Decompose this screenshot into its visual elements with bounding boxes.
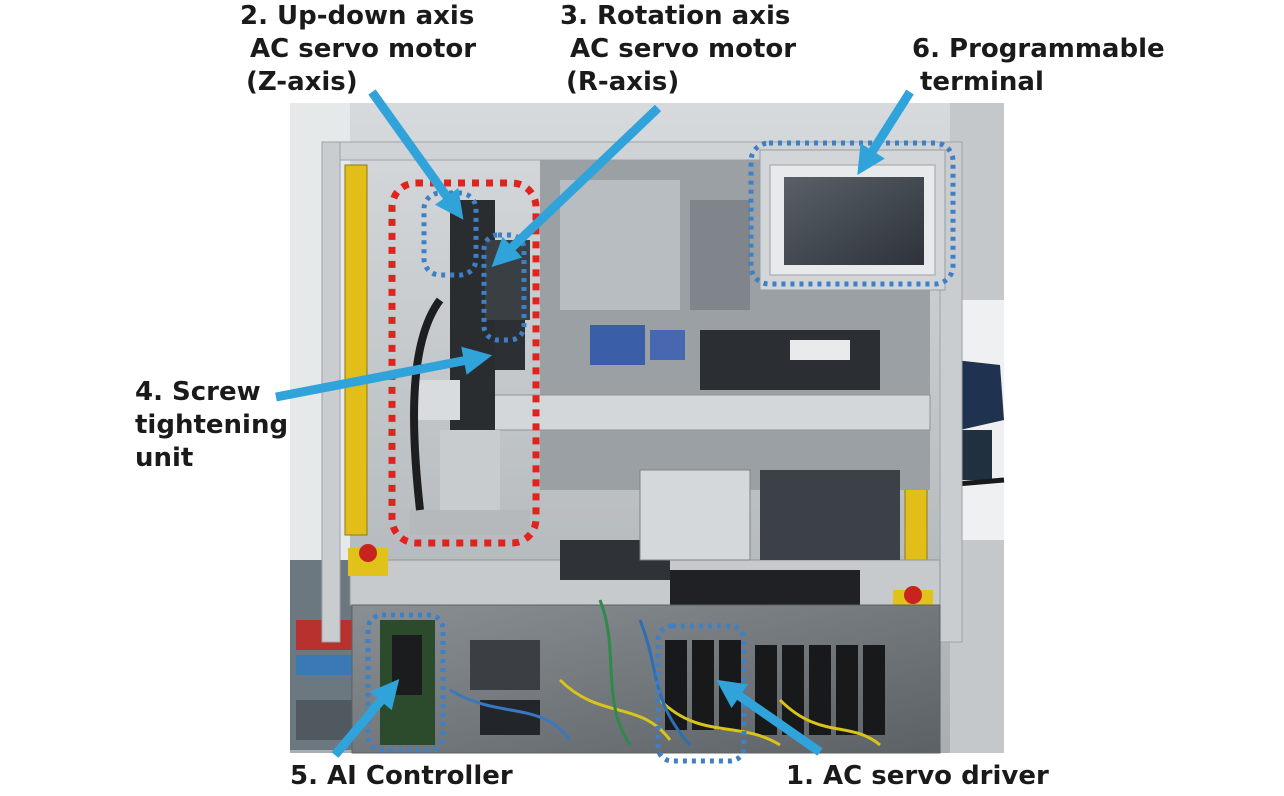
label-ai-controller-text: 5. AI Controller: [290, 761, 513, 791]
label-updown-axis: 2. Up-down axis AC servo motor (Z-axis): [240, 0, 476, 99]
label-screw-unit: 4. Screw tightening unit: [135, 376, 288, 475]
label-rotation-line3: (R-axis): [566, 67, 680, 97]
label-rotation-line2: AC servo motor: [570, 34, 797, 64]
label-ai-controller: 5. AI Controller: [290, 760, 513, 793]
label-terminal-line2: terminal: [920, 67, 1044, 97]
label-rotation-line1: 3. Rotation axis: [560, 1, 791, 31]
label-updown-line1: 2. Up-down axis: [240, 1, 475, 31]
label-updown-line3: (Z-axis): [246, 67, 358, 97]
label-rotation-axis: 3. Rotation axis AC servo motor (R-axis): [560, 0, 796, 99]
label-terminal-line1: 6. Programmable: [912, 34, 1165, 64]
label-servo-driver: 1. AC servo driver: [786, 760, 1049, 793]
label-servo-driver-text: 1. AC servo driver: [786, 761, 1049, 791]
label-screw-line1: 4. Screw: [135, 377, 261, 407]
label-programmable-terminal: 6. Programmable terminal: [912, 33, 1165, 99]
label-updown-line2: AC servo motor: [250, 34, 477, 64]
label-screw-line2: tightening: [135, 410, 289, 440]
label-screw-line3: unit: [135, 443, 194, 473]
terminal-screen: [784, 177, 924, 265]
